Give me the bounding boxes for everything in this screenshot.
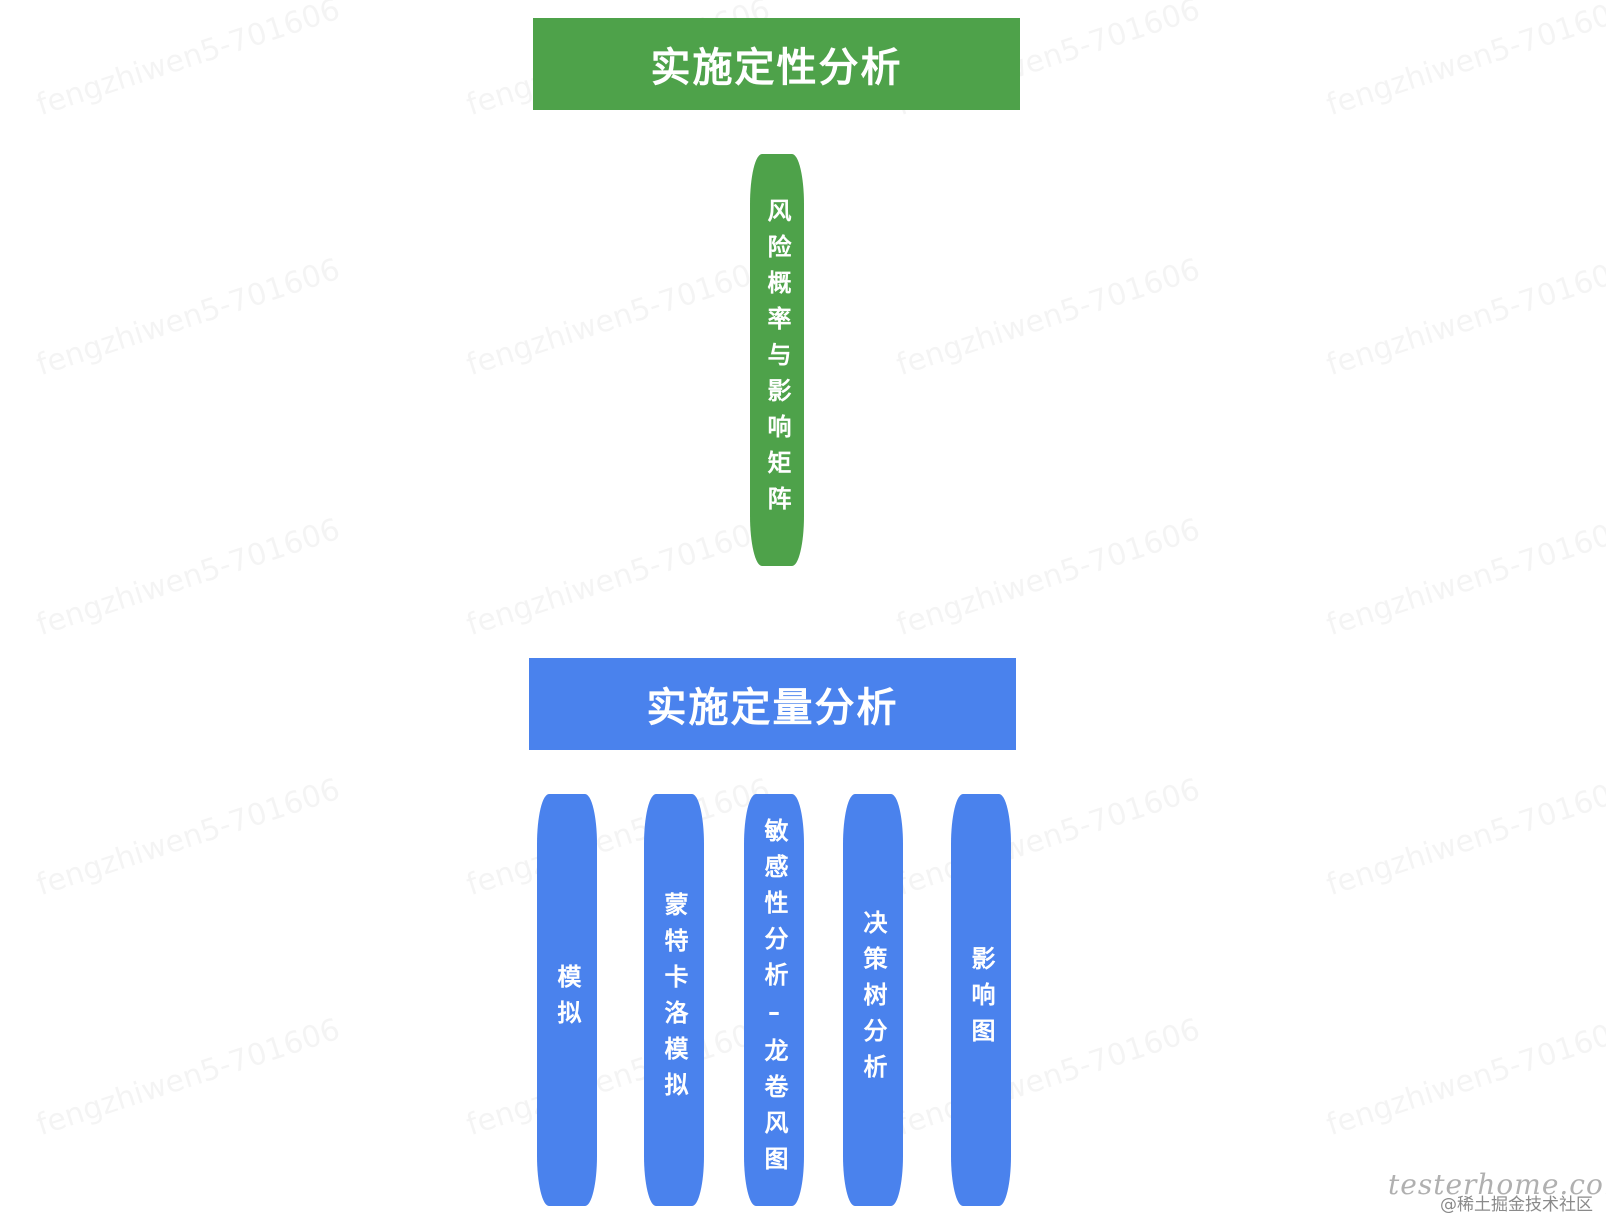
watermark-text: fengzhiwen5-701606	[1322, 512, 1606, 643]
watermark-text: fengzhiwen5-701606	[1322, 0, 1606, 123]
watermark-text: fengzhiwen5-701606	[892, 252, 1204, 383]
watermark-text: fengzhiwen5-701606	[1322, 1012, 1606, 1143]
watermark-text: fengzhiwen5-701606	[32, 252, 344, 383]
watermark-text: fengzhiwen5-701606	[1322, 252, 1606, 383]
simulation-label: 模拟	[553, 964, 581, 1036]
watermark-text: fengzhiwen5-701606	[1322, 772, 1606, 903]
risk-matrix-label: 风险概率与影响矩阵	[763, 198, 791, 522]
watermark-text: fengzhiwen5-701606	[462, 512, 774, 643]
testerhome-logo: testerhome.com	[1388, 1168, 1606, 1201]
watermark-text: fengzhiwen5-701606	[892, 512, 1204, 643]
influence-diagram-label: 影响图	[967, 946, 995, 1054]
influence-diagram-node: 影响图	[951, 794, 1011, 1206]
watermark-text: fengzhiwen5-701606	[32, 0, 344, 123]
sensitivity-analysis-label: 敏感性分析–龙卷风图	[760, 818, 788, 1182]
simulation-node: 模拟	[537, 794, 597, 1206]
decision-tree-label: 决策树分析	[859, 910, 887, 1090]
watermark-text: fengzhiwen5-701606	[32, 512, 344, 643]
watermark-text: fengzhiwen5-701606	[892, 772, 1204, 903]
sensitivity-analysis-node: 敏感性分析–龙卷风图	[744, 794, 804, 1206]
qualitative-analysis-header: 实施定性分析	[533, 18, 1020, 110]
watermark-text: fengzhiwen5-701606	[892, 1012, 1204, 1143]
watermark-text: fengzhiwen5-701606	[32, 772, 344, 903]
watermark-text: fengzhiwen5-701606	[462, 252, 774, 383]
quantitative-analysis-header: 实施定量分析	[529, 658, 1016, 750]
risk-matrix-node: 风险概率与影响矩阵	[750, 154, 804, 566]
footer-credit: @稀土掘金技术社区	[1440, 1195, 1593, 1215]
watermark-text: fengzhiwen5-701606	[32, 1012, 344, 1143]
watermark-text: fengzhiwen5-701606	[462, 772, 774, 903]
monte-carlo-node: 蒙特卡洛模拟	[644, 794, 704, 1206]
decision-tree-node: 决策树分析	[843, 794, 903, 1206]
watermark-text: fengzhiwen5-701606	[462, 1012, 774, 1143]
monte-carlo-label: 蒙特卡洛模拟	[660, 892, 688, 1108]
